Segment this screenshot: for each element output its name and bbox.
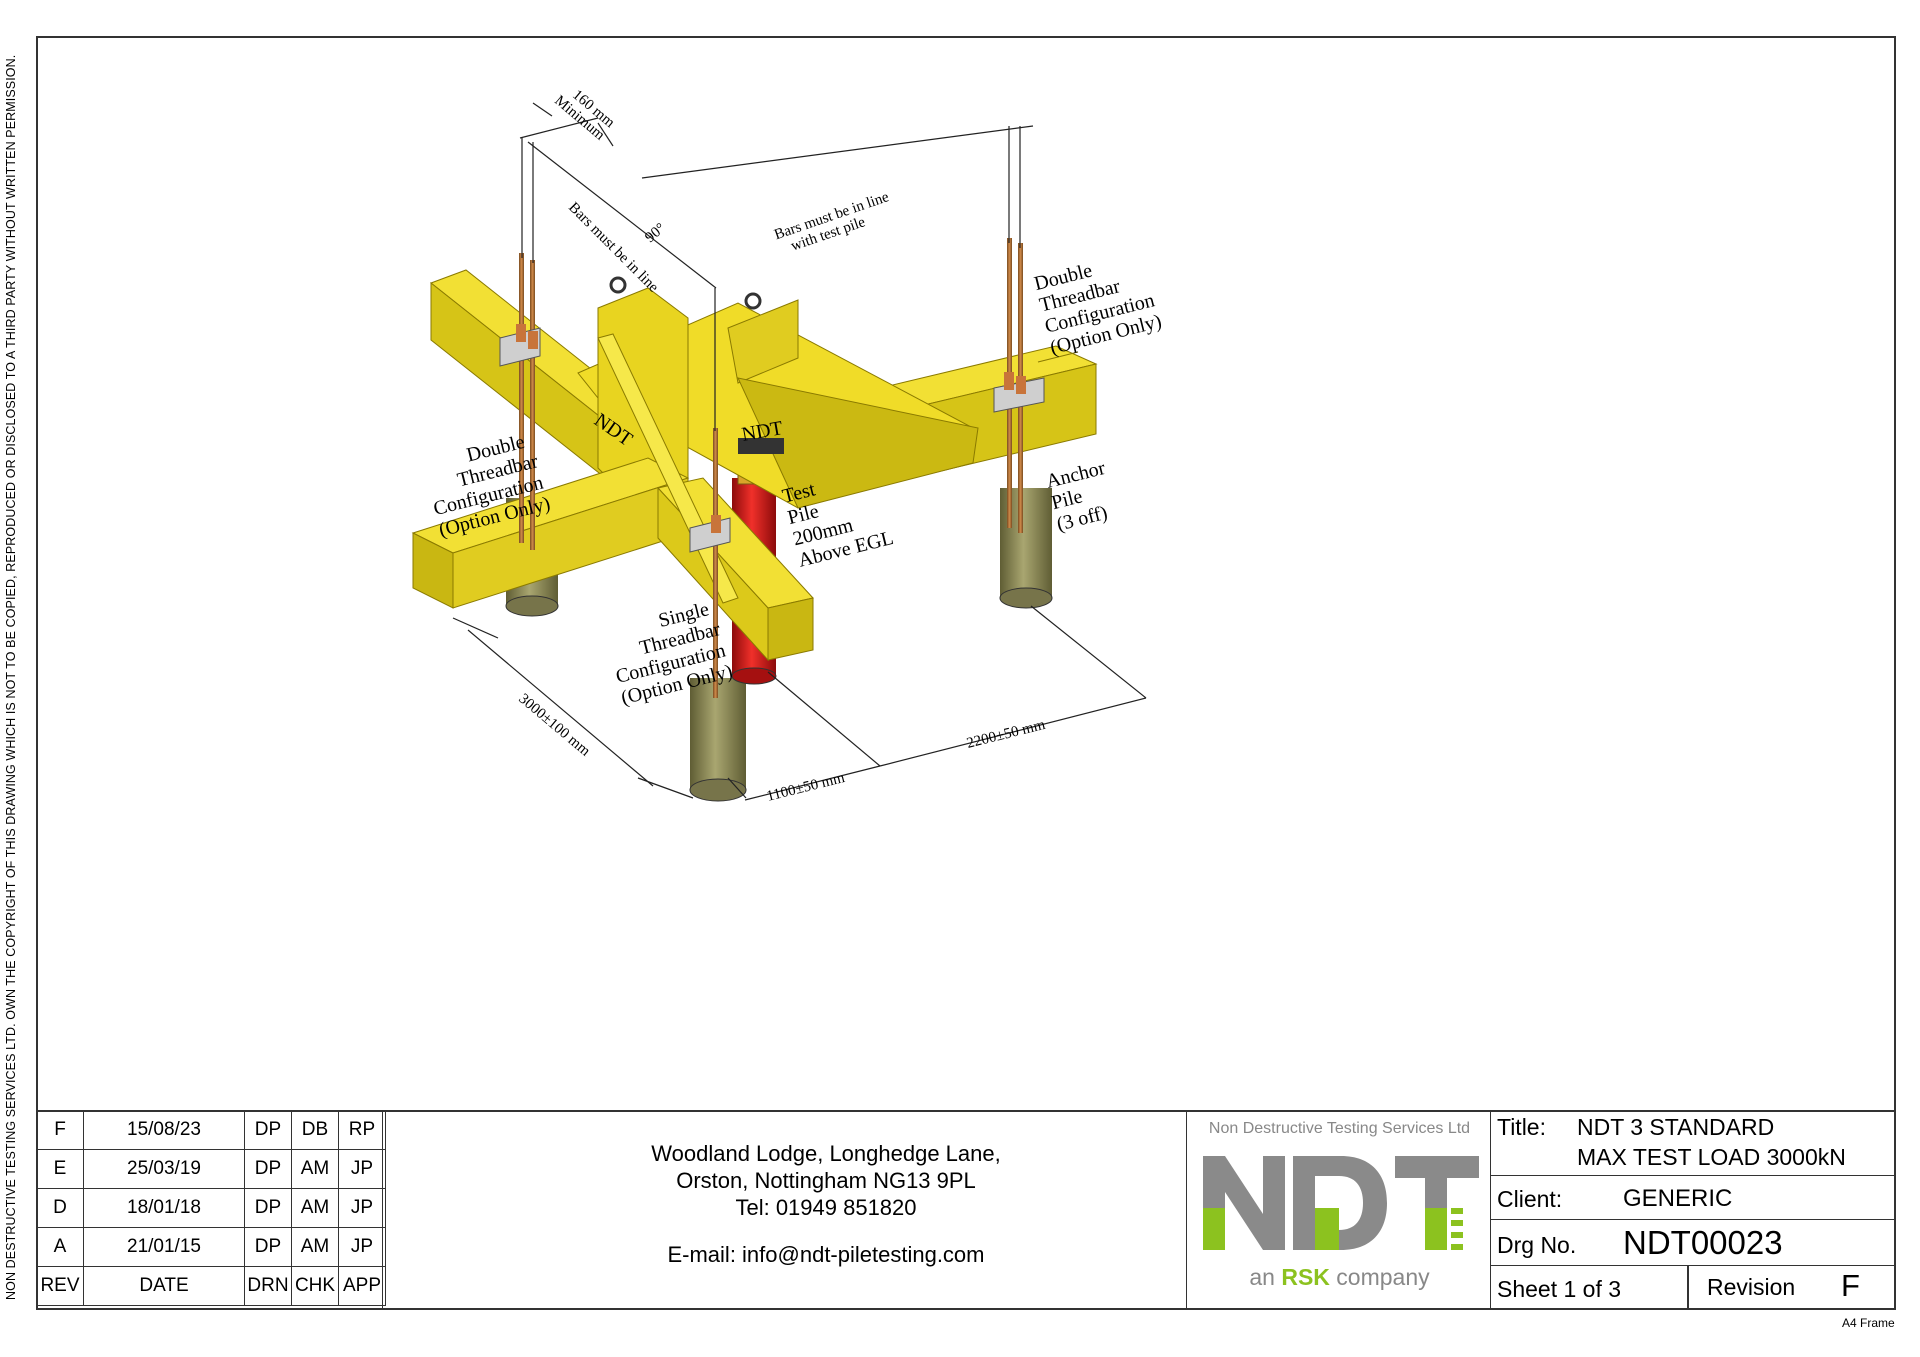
app-cell: JP bbox=[338, 1149, 386, 1189]
anchor-pile-label: Anchor Pile (3 off) bbox=[1044, 457, 1110, 536]
company-address: Woodland Lodge, Longhedge Lane, Orston, … bbox=[596, 1140, 1056, 1268]
table-row: F 15/08/23 DP DB RP bbox=[36, 1110, 386, 1150]
lifting-eye-right bbox=[744, 292, 762, 310]
chk-cell: AM bbox=[291, 1188, 339, 1228]
address-email: E-mail: info@ndt-piletesting.com bbox=[667, 1242, 985, 1267]
title-block-top-line bbox=[36, 1110, 1896, 1112]
title-row: Title: NDT 3 STANDARD MAX TEST LOAD 3000… bbox=[1491, 1110, 1896, 1176]
sheet-row: Sheet 1 of 3 Revision F bbox=[1491, 1266, 1896, 1310]
rev-header: REV bbox=[36, 1266, 84, 1306]
tagline: an RSK company bbox=[1187, 1264, 1492, 1291]
company-name: Non Destructive Testing Services Ltd bbox=[1208, 1120, 1471, 1137]
date-cell: 18/01/18 bbox=[83, 1188, 245, 1228]
dim-1100: 1100±50 mm bbox=[765, 770, 847, 805]
angle-label: 90° bbox=[642, 220, 668, 246]
title-label: Title: bbox=[1497, 1114, 1546, 1140]
tagline-brand: RSK bbox=[1281, 1264, 1330, 1290]
address-tel: Tel: 01949 851820 bbox=[735, 1195, 917, 1220]
copyright-note: NON DESTRUCTIVE TESTING SERVICES LTD. OW… bbox=[4, 54, 18, 1300]
drn-cell: DP bbox=[244, 1149, 292, 1189]
couplers bbox=[516, 324, 1026, 533]
sheet-number: Sheet 1 of 3 bbox=[1497, 1276, 1622, 1302]
title-line-2: MAX TEST LOAD 3000kN bbox=[1577, 1144, 1846, 1170]
chk-header: CHK bbox=[291, 1266, 339, 1306]
table-row: D 18/01/18 DP AM JP bbox=[36, 1188, 386, 1228]
drawing-number-row: Drg No. NDT00023 bbox=[1491, 1220, 1896, 1266]
revision-value: F bbox=[1841, 1268, 1860, 1303]
drawing-frame bbox=[36, 36, 1896, 1310]
company-logo: Non Destructive Testing Services Ltd an … bbox=[1186, 1110, 1491, 1310]
drawing-number: NDT00023 bbox=[1623, 1224, 1783, 1261]
date-cell: 15/08/23 bbox=[83, 1110, 245, 1150]
rev-cell: D bbox=[36, 1188, 84, 1228]
ndt-logo-mark bbox=[1203, 1156, 1479, 1250]
lifting-eye-left bbox=[609, 276, 627, 294]
date-header: DATE bbox=[83, 1266, 245, 1306]
table-row: A 21/01/15 DP AM JP bbox=[36, 1227, 386, 1267]
rev-cell: E bbox=[36, 1149, 84, 1189]
address-line-2: Orston, Nottingham NG13 9PL bbox=[676, 1168, 976, 1193]
drawing-info: Title: NDT 3 STANDARD MAX TEST LOAD 3000… bbox=[1491, 1110, 1896, 1310]
dim-2200: 2200±50 mm bbox=[965, 717, 1047, 752]
client-label: Client: bbox=[1497, 1186, 1563, 1212]
app-cell: RP bbox=[338, 1110, 386, 1150]
date-cell: 21/01/15 bbox=[83, 1227, 245, 1267]
drn-header: DRN bbox=[244, 1266, 292, 1306]
address-line-1: Woodland Lodge, Longhedge Lane, bbox=[651, 1141, 1001, 1166]
title-line-1: NDT 3 STANDARD bbox=[1577, 1114, 1775, 1140]
table-header-row: REV DATE DRN CHK APP bbox=[36, 1266, 386, 1306]
client-value: GENERIC bbox=[1623, 1185, 1733, 1212]
client-row: Client: GENERIC bbox=[1491, 1176, 1896, 1220]
double-threadbar-right-label: Double Threadbar Configuration (Option O… bbox=[1032, 259, 1164, 359]
drawing-number-label: Drg No. bbox=[1497, 1232, 1577, 1258]
table-row: E 25/03/19 DP AM JP bbox=[36, 1149, 386, 1189]
beam-front-left-arm bbox=[411, 457, 690, 609]
setting-out-lines bbox=[519, 102, 1034, 431]
revision-label: Revision bbox=[1707, 1274, 1796, 1300]
rev-cell: A bbox=[36, 1227, 84, 1267]
anchor-pile-right bbox=[999, 488, 1053, 609]
drn-cell: DP bbox=[244, 1110, 292, 1150]
drn-cell: DP bbox=[244, 1227, 292, 1267]
min-note: 160 mm Minimum bbox=[551, 87, 617, 144]
inline-note-testpile: Bars must be in line with test pile bbox=[772, 189, 891, 255]
chk-cell: AM bbox=[291, 1227, 339, 1267]
reaction-frame-diagram: NDT NDT 160 mm Minimum Bars must be in l… bbox=[411, 87, 1164, 805]
tagline-post: company bbox=[1329, 1264, 1430, 1290]
chk-cell: AM bbox=[291, 1149, 339, 1189]
rev-cell: F bbox=[36, 1110, 84, 1150]
dimension-lines bbox=[452, 605, 1147, 801]
app-cell: JP bbox=[338, 1188, 386, 1228]
date-cell: 25/03/19 bbox=[83, 1149, 245, 1189]
double-threadbar-left-label: Double Threadbar Configuration (Option O… bbox=[431, 431, 552, 542]
sheet-divider bbox=[1687, 1266, 1689, 1310]
app-cell: JP bbox=[338, 1227, 386, 1267]
frame-size-label: A4 Frame bbox=[1842, 1316, 1895, 1330]
drn-cell: DP bbox=[244, 1188, 292, 1228]
revision-table: F 15/08/23 DP DB RP E 25/03/19 DP AM JP … bbox=[36, 1110, 386, 1306]
app-header: APP bbox=[338, 1266, 386, 1306]
title-block: F 15/08/23 DP DB RP E 25/03/19 DP AM JP … bbox=[36, 1110, 1896, 1310]
chk-cell: DB bbox=[291, 1110, 339, 1150]
address-box bbox=[382, 1110, 1186, 1310]
tagline-pre: an bbox=[1249, 1264, 1282, 1290]
